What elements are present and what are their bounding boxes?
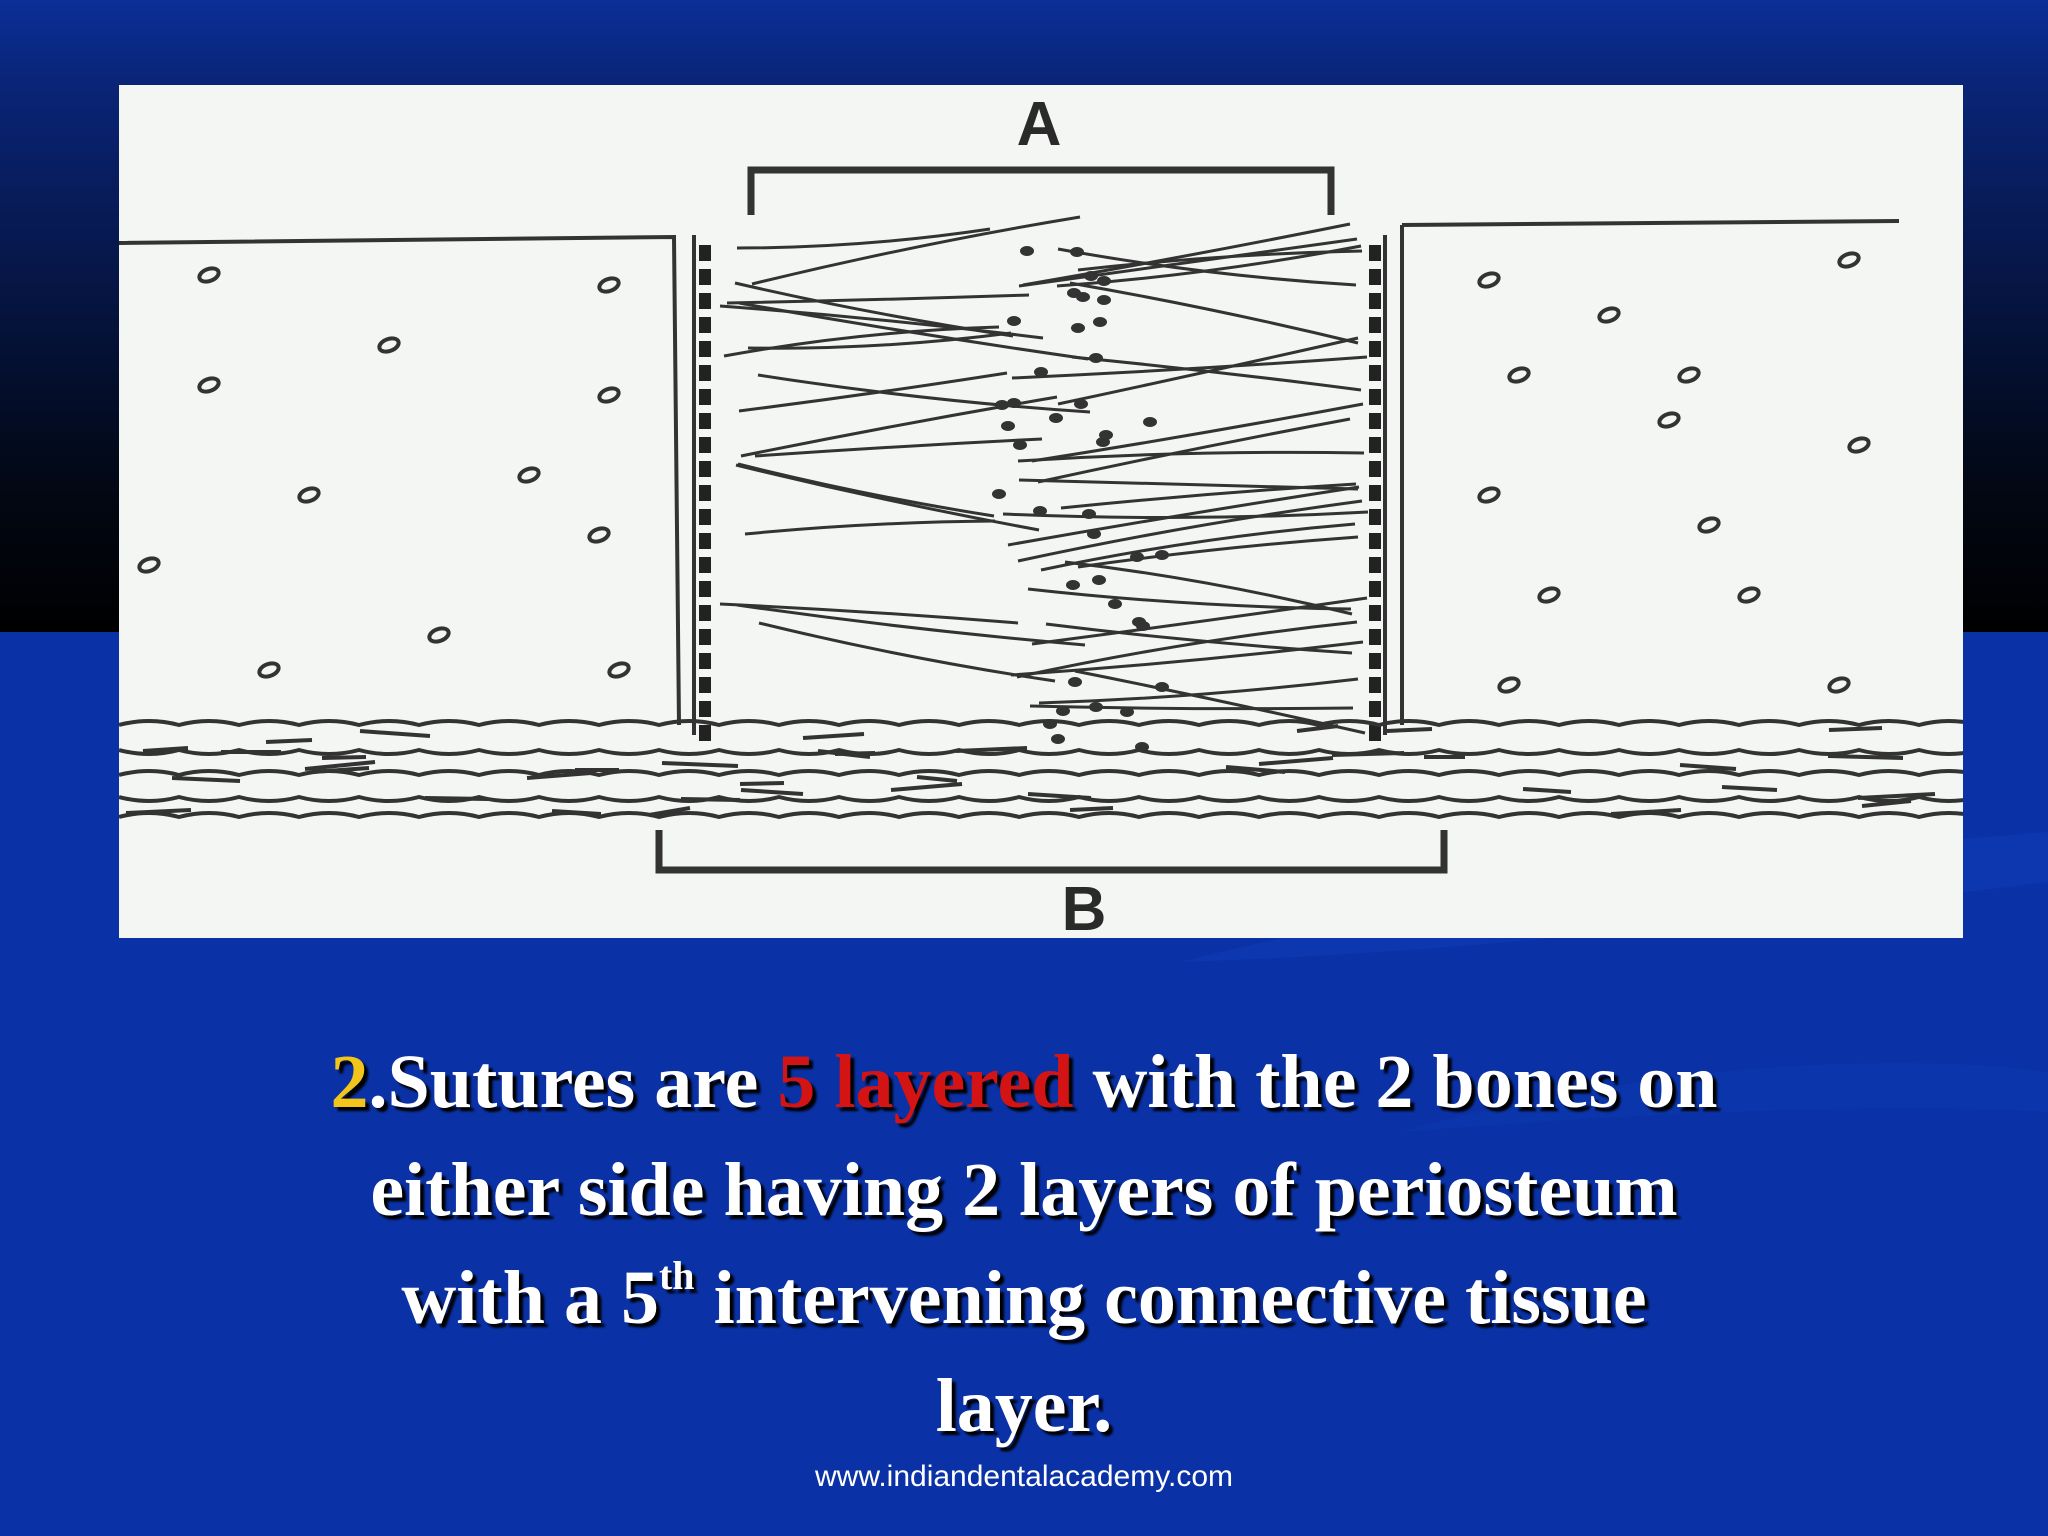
left-bone-outline bbox=[119, 234, 681, 726]
caption-line-2: either side having 2 layers of periosteu… bbox=[370, 1148, 1678, 1232]
label-b: B bbox=[1062, 875, 1107, 938]
caption-text: intervening connective tissue bbox=[694, 1256, 1647, 1340]
caption-line-3: with a 5th intervening connective tissue bbox=[130, 1244, 1918, 1352]
caption-number: 2 bbox=[330, 1040, 369, 1124]
central-cells bbox=[992, 246, 1169, 752]
caption: 2.Sutures are 5 layered with the 2 bones… bbox=[130, 1028, 1918, 1460]
collagen-fibers bbox=[719, 215, 1369, 735]
osteocytes bbox=[137, 251, 1871, 694]
label-a: A bbox=[1017, 90, 1062, 159]
caption-text: .Sutures are bbox=[368, 1040, 778, 1124]
caption-line-1: 2.Sutures are 5 layered with the 2 bones… bbox=[130, 1028, 1918, 1136]
footer-url: www.indiandentalacademy.com bbox=[815, 1460, 1233, 1493]
suture-diagram-drawing: A B bbox=[119, 90, 1963, 938]
caption-text: with the 2 bones on bbox=[1073, 1040, 1718, 1124]
caption-line-4: layer. bbox=[935, 1364, 1113, 1448]
suture-diagram: A B bbox=[119, 85, 1963, 938]
caption-text: with a 5 bbox=[401, 1256, 659, 1340]
caption-superscript: th bbox=[658, 1253, 695, 1298]
caption-highlight: 5 layered bbox=[777, 1040, 1074, 1124]
right-bone-outline bbox=[1401, 219, 1900, 227]
periosteum-layers bbox=[119, 719, 1963, 820]
osteoblast-layer-right bbox=[1369, 245, 1381, 741]
osteoblast-layer-left bbox=[699, 245, 711, 741]
